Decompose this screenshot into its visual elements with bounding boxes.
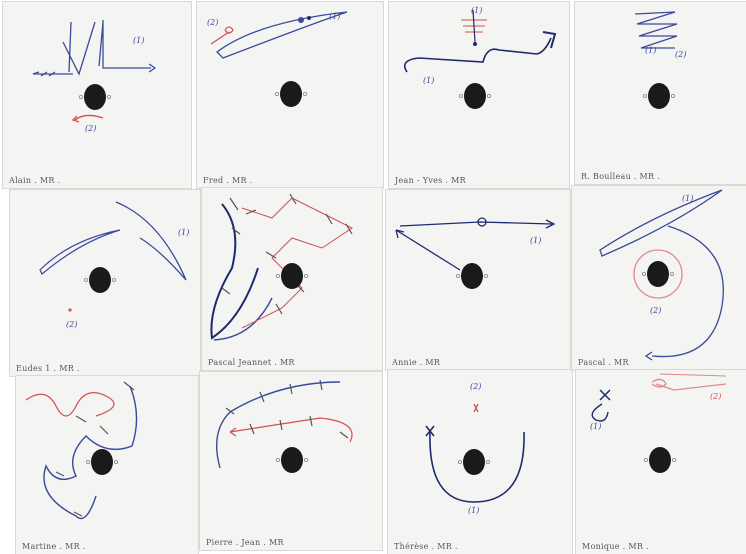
mark-1: (1) (530, 236, 541, 245)
sketch-pascal (572, 186, 746, 370)
mark-2: (2) (470, 382, 481, 391)
mark-1b: (1) (423, 76, 434, 85)
mark-2: (2) (650, 306, 661, 315)
sheet-annie: (1) Annie . MR (386, 190, 570, 370)
sheet-caption: Monique . MR . (582, 542, 649, 551)
sketch-boulleau (575, 2, 746, 184)
sheet-caption: Thérèse . MR . (394, 542, 458, 551)
sheet-caption: Pascal . MR (578, 358, 629, 367)
mark-1: (1) (178, 228, 189, 237)
mark-1: (1) (645, 46, 656, 55)
sheet-pascal-jeannet: Pascal Jeannet . MR (202, 188, 382, 370)
mark-1: (1) (329, 12, 340, 21)
mark-1: (1) (468, 506, 479, 515)
sheet-pascal: (1) (2) Pascal . MR (572, 186, 746, 370)
mark-1: (1) (471, 6, 482, 15)
sheet-caption: Fred . MR . (203, 176, 252, 185)
sheet-therese: (2) (1) Thérèse . MR . (388, 370, 572, 554)
head-icon (459, 83, 490, 109)
sketch-annie (386, 190, 570, 370)
sheet-caption: Alain . MR . (9, 176, 60, 185)
sheet-caption: Martine . MR . (22, 542, 86, 551)
sketch-pierre-jean (200, 372, 382, 550)
mark-2: (2) (66, 320, 77, 329)
mark-2: (2) (207, 18, 218, 27)
mark-1: (1) (682, 194, 693, 203)
mark-1: (1) (590, 422, 601, 431)
sheet-caption: R. Boulleau . MR . (581, 172, 660, 181)
sheet-caption: Jean - Yves . MR (395, 176, 466, 185)
sketch-martine (16, 376, 198, 554)
sketch-pascal-jeannet (202, 188, 382, 370)
sheet-caption: Eudes 1 . MR . (16, 364, 80, 373)
sheet-caption: Pascal Jeannet . MR (208, 358, 295, 367)
head-icon (276, 447, 307, 473)
sheet-alain: (1) (2) Alain . MR . (3, 2, 191, 188)
sketch-jean-yves (389, 2, 569, 188)
sheet-eudes: (1) (2) Eudes 1 . MR . (10, 190, 200, 376)
head-icon (643, 83, 674, 109)
head-icon (642, 261, 673, 287)
mark-1: (1) (133, 36, 144, 45)
sheet-caption: Annie . MR (392, 358, 440, 367)
head-icon (86, 449, 117, 475)
sheet-boulleau: (1) (2) R. Boulleau . MR . (575, 2, 746, 184)
sketch-fred (197, 2, 383, 188)
sheet-pierre-jean: Pierre . Jean . MR (200, 372, 382, 550)
head-icon (456, 263, 487, 289)
sheet-caption: Pierre . Jean . MR (206, 538, 284, 547)
head-icon (79, 84, 110, 110)
sketch-eudes (10, 190, 200, 376)
sketch-therese (388, 370, 572, 554)
head-icon (644, 447, 675, 473)
head-icon (275, 81, 306, 107)
head-icon (458, 449, 489, 475)
sheet-monique: (1) (2) Monique . MR . (576, 370, 746, 554)
mark-2: (2) (675, 50, 686, 59)
sheet-fred: (2) (1) Fred . MR . (197, 2, 383, 188)
mark-2: (2) (85, 124, 96, 133)
head-icon (84, 267, 115, 293)
sketch-alain (3, 2, 191, 188)
sheet-martine: Martine . MR . (16, 376, 198, 554)
sheet-jean-yves: (1) (1) Jean - Yves . MR (389, 2, 569, 188)
mark-2: (2) (710, 392, 721, 401)
